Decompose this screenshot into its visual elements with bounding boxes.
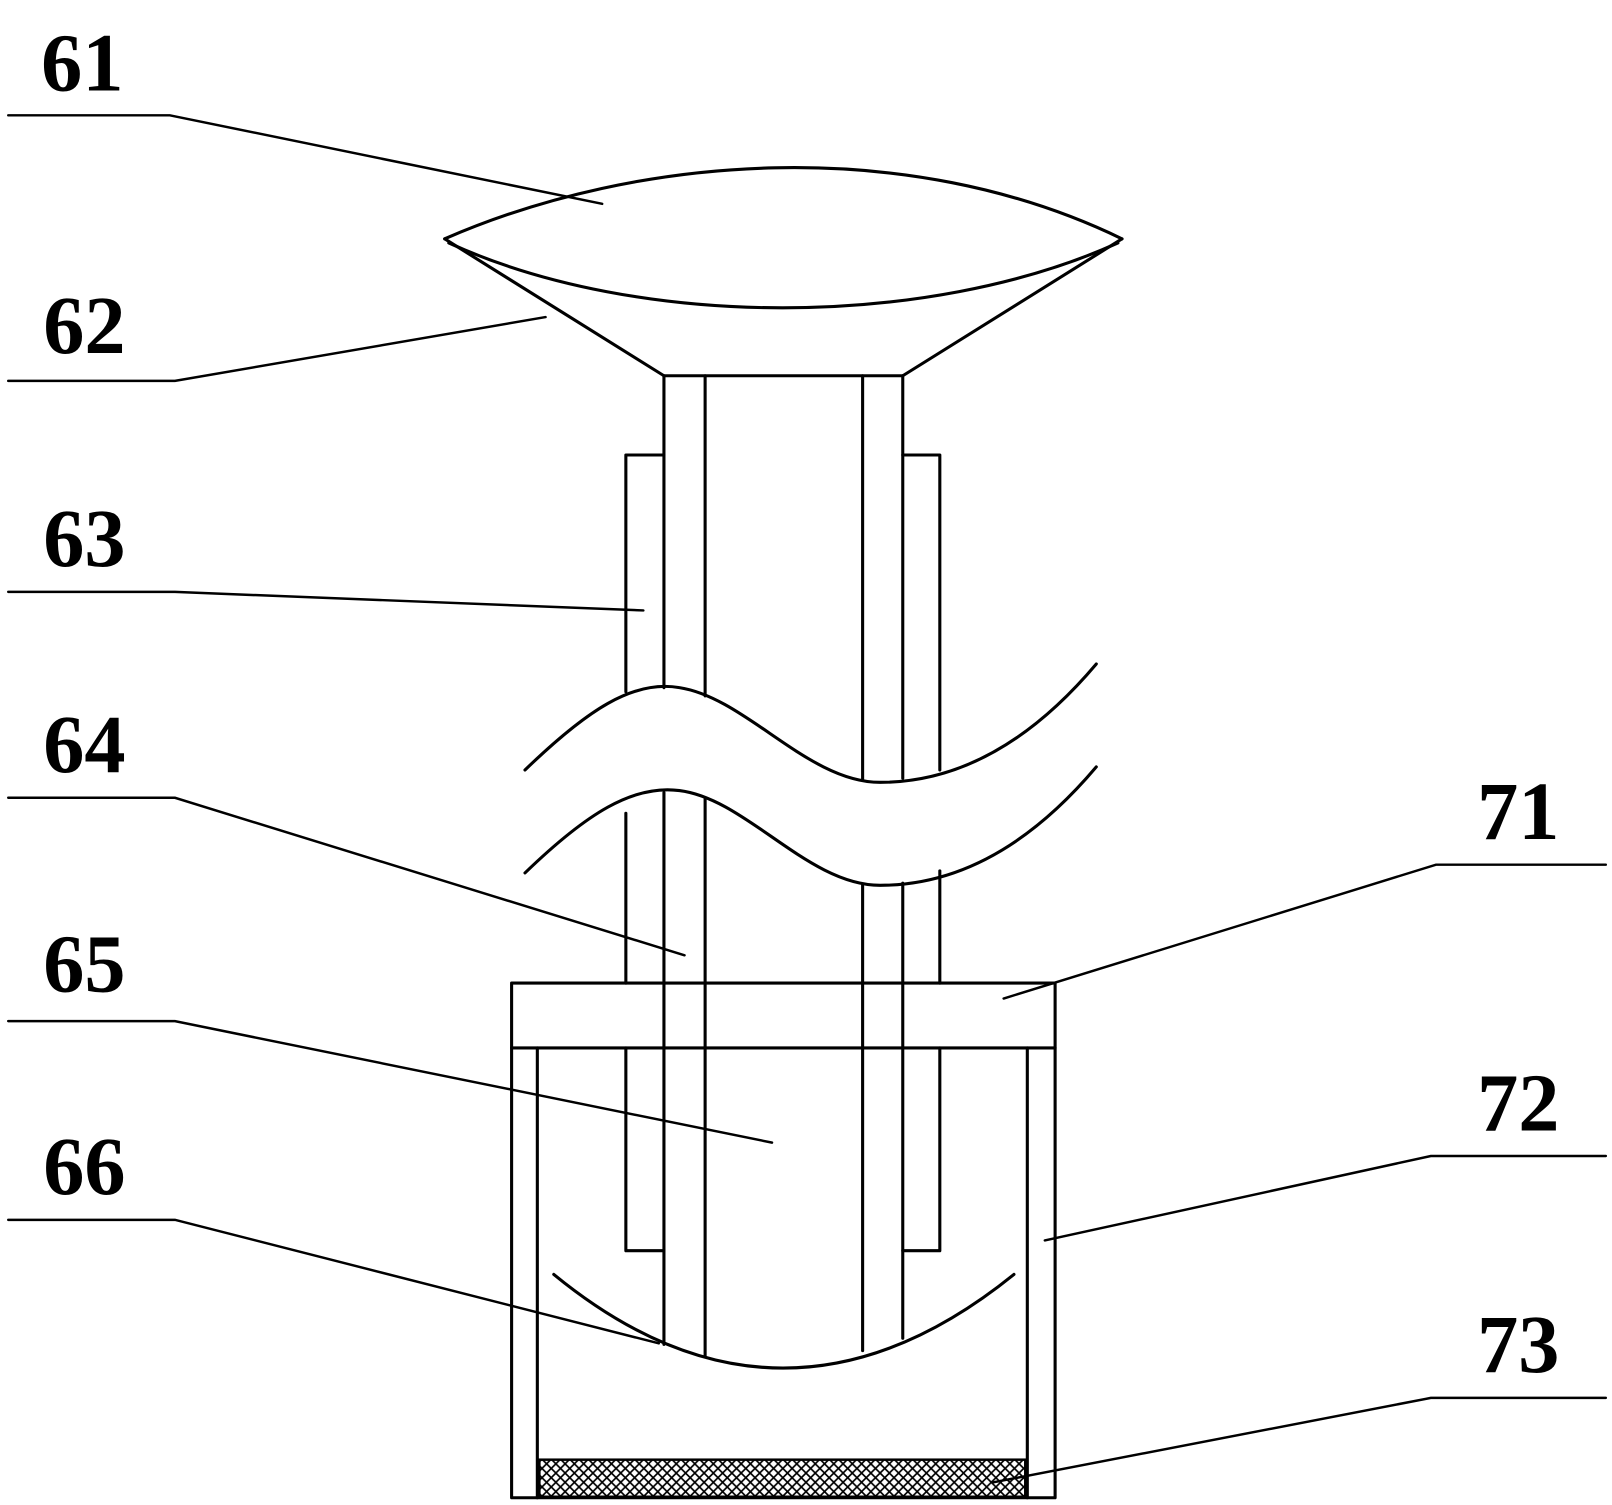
right-bracket-lower <box>901 1046 942 1253</box>
container-box <box>510 981 1057 1500</box>
label-73: 73 <box>1477 1299 1559 1390</box>
lens-top-arc <box>443 166 1124 241</box>
leader-62 <box>6 315 547 383</box>
label-63: 63 <box>43 493 125 584</box>
right-callouts: 71 72 73 <box>992 766 1608 1484</box>
funnel-head <box>443 166 1124 378</box>
break-wave-lower <box>523 765 1098 887</box>
funnel-right-side <box>901 237 1124 378</box>
side-brackets <box>624 453 942 1253</box>
label-61: 61 <box>41 18 123 109</box>
box-bottom-filter <box>538 1458 1027 1498</box>
tube-assembly <box>662 374 905 1359</box>
bowl-curve <box>552 1272 1016 1370</box>
label-66: 66 <box>43 1121 125 1212</box>
leader-61 <box>6 114 604 206</box>
break-lines <box>523 662 1098 887</box>
break-wave-upper <box>523 662 1098 784</box>
label-65: 65 <box>43 918 125 1009</box>
leader-72 <box>1043 1154 1608 1242</box>
label-72: 72 <box>1477 1057 1559 1148</box>
label-62: 62 <box>43 280 125 371</box>
lens-bottom-arc <box>447 241 1120 310</box>
label-71: 71 <box>1477 766 1559 857</box>
left-callouts: 61 62 63 64 65 66 <box>6 18 774 1345</box>
leader-71 <box>1002 863 1608 1000</box>
label-64: 64 <box>43 699 125 790</box>
funnel-left-side <box>443 237 666 378</box>
right-bracket-upper <box>901 453 942 772</box>
box-outer-frame <box>510 981 1057 1500</box>
leader-65 <box>6 1019 774 1144</box>
leader-64 <box>6 796 686 957</box>
left-bracket-upper <box>624 453 666 694</box>
leader-63 <box>6 590 645 612</box>
leader-66 <box>6 1218 661 1345</box>
leader-73 <box>992 1396 1608 1484</box>
left-bracket-lower <box>624 1046 666 1253</box>
